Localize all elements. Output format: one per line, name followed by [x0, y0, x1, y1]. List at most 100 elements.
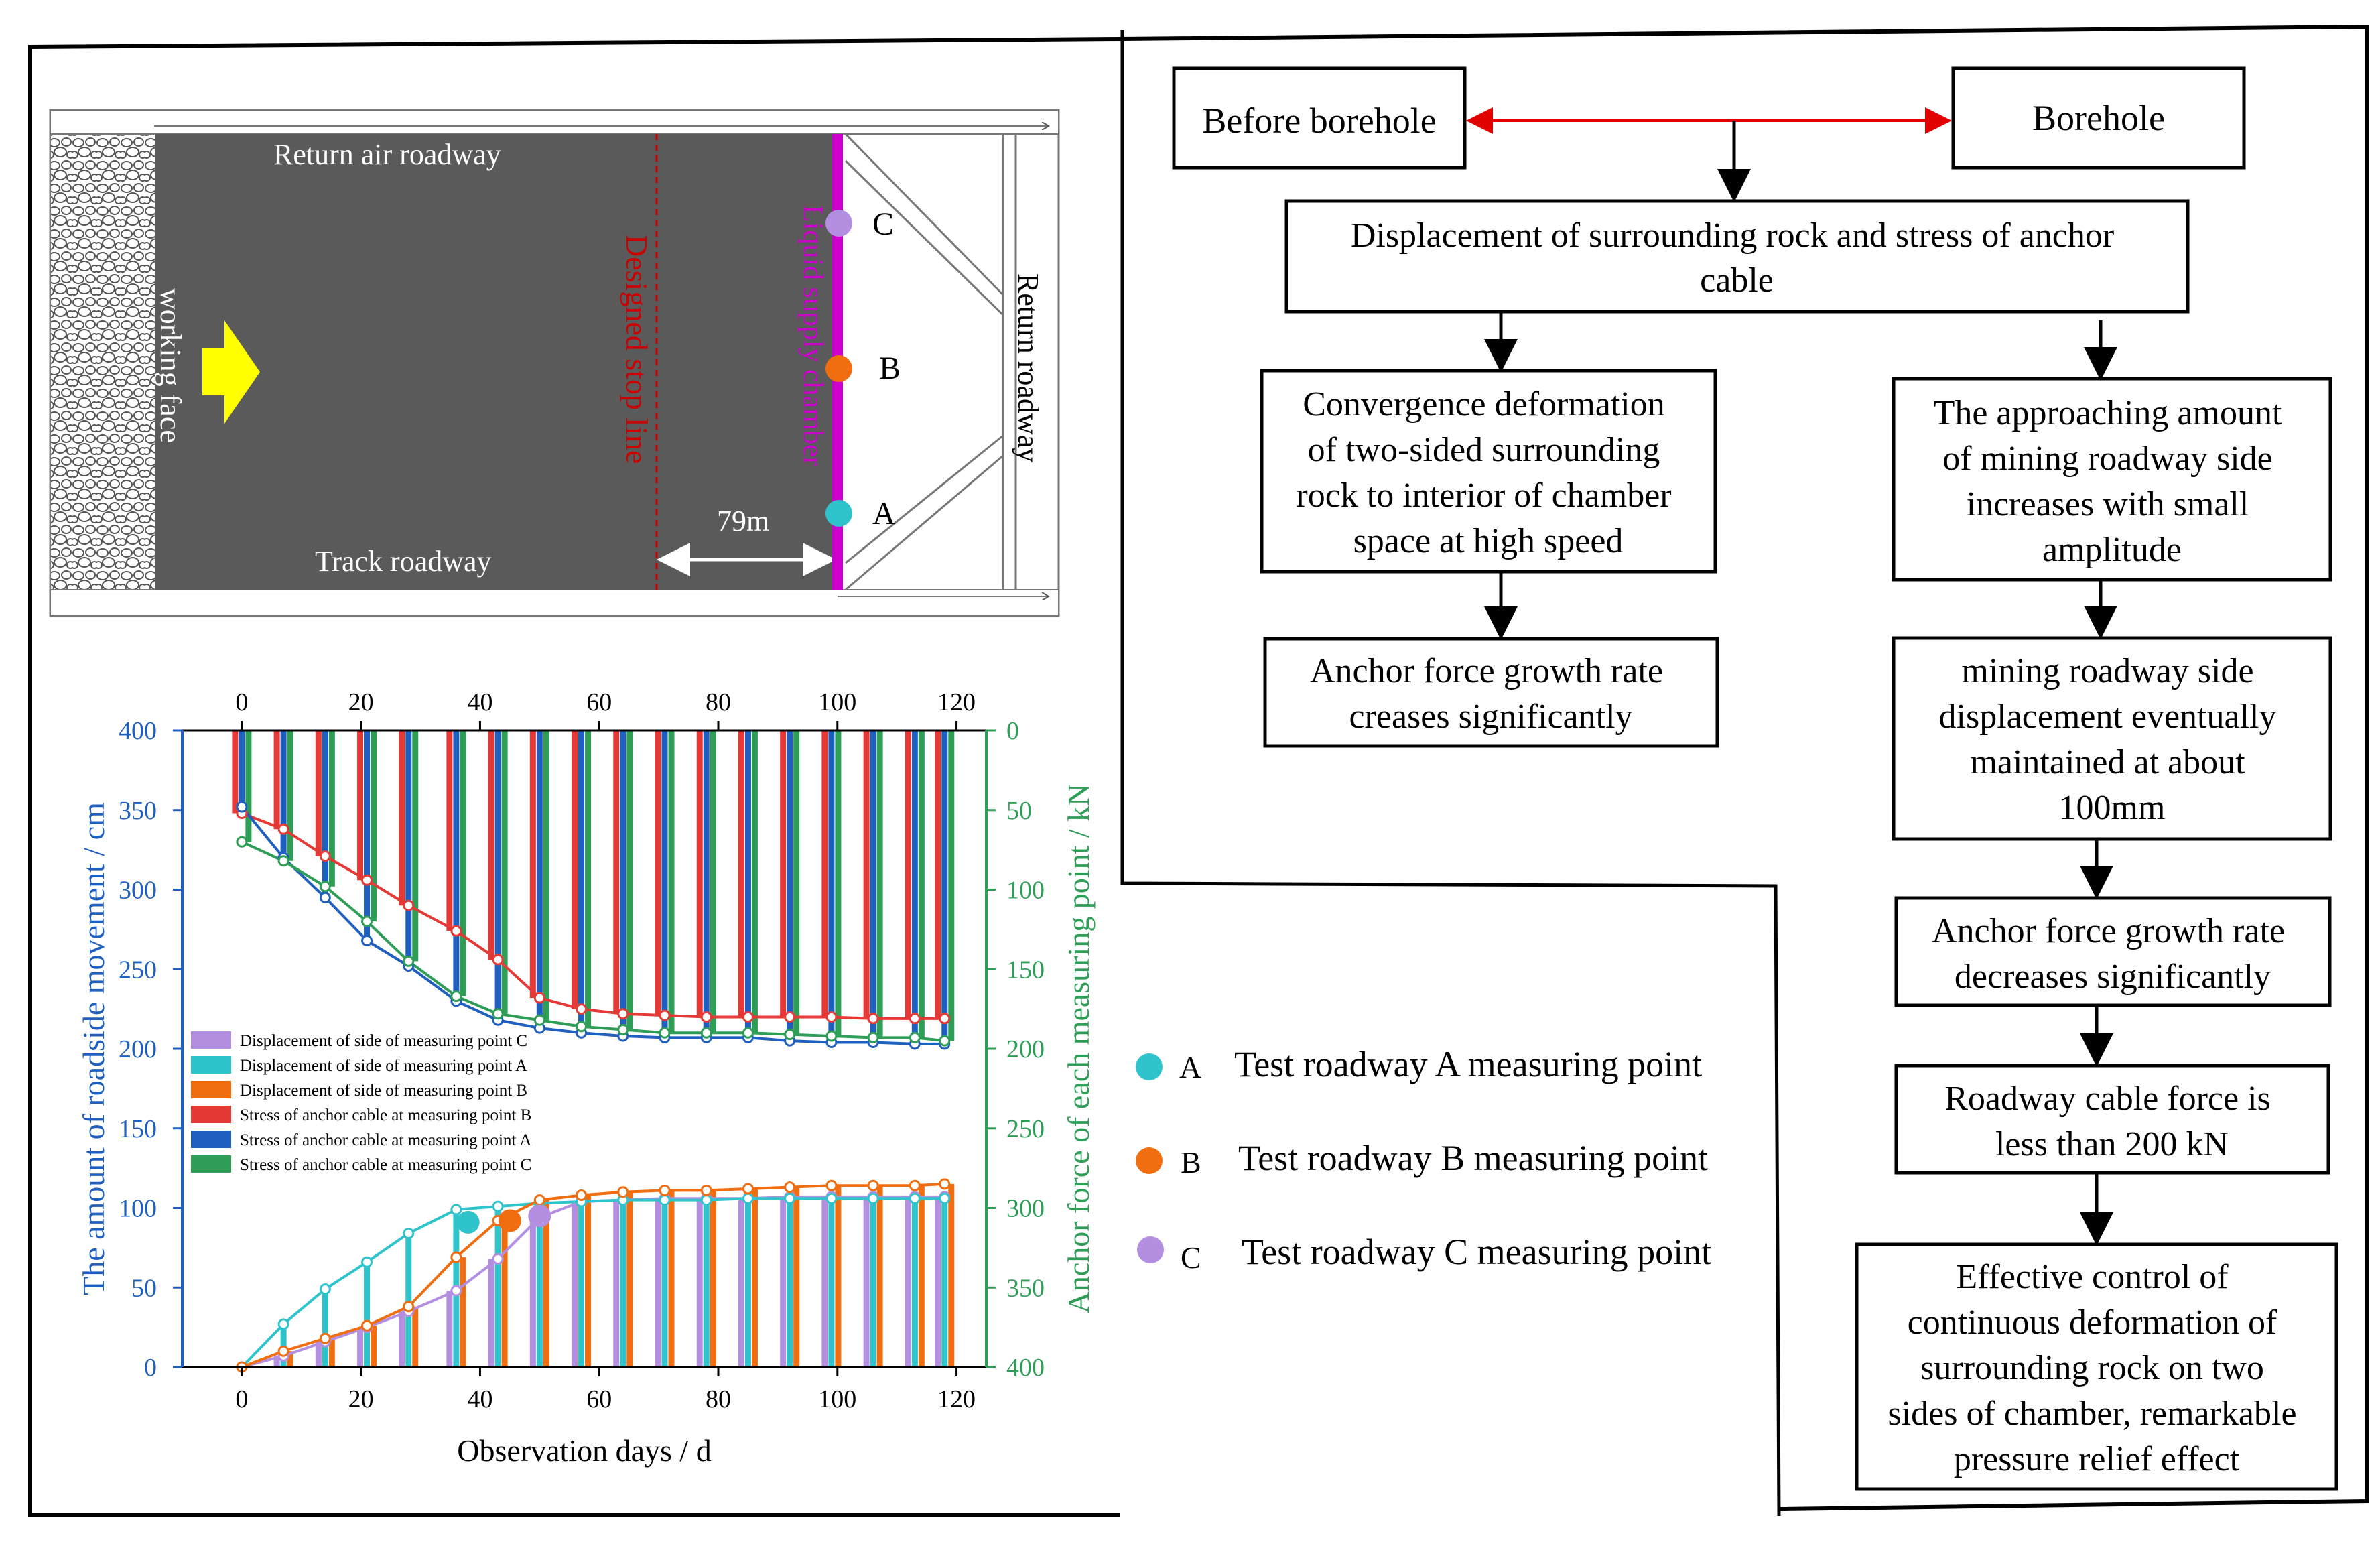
legend-label-0: Displacement of side of measuring point … [240, 1032, 527, 1050]
point-s5-5 [450, 990, 462, 1003]
bar-s4-10 [661, 730, 668, 1038]
legend-c-text: Test roadway C measuring point [1242, 1232, 1711, 1272]
bar-s1-6 [494, 1206, 501, 1367]
diag-upper-outer [844, 133, 1004, 296]
point-s2-10 [659, 1184, 671, 1196]
box-mining-line-3: maintained at about [1970, 743, 2245, 781]
point-s5-2 [319, 881, 331, 893]
bar-s3-15 [863, 730, 870, 1019]
point-s1-4 [403, 1228, 415, 1239]
bar-s1-17 [941, 1198, 948, 1367]
legend-swatch-0 [191, 1031, 231, 1049]
x-tick-label-top-4: 80 [706, 688, 731, 716]
x-tick-label-top-6: 120 [937, 688, 976, 716]
legend-a-text: Test roadway A measuring point [1234, 1044, 1702, 1084]
chart: 0020204040606080801001001201200501001502… [76, 688, 1096, 1468]
return-air-roadway-label: Return air roadway [273, 138, 501, 171]
bar-s5-11 [710, 730, 716, 1033]
bar-s5-3 [371, 730, 377, 921]
box-anchor-force-2-text: Anchor force growth rate decreases signi… [1932, 912, 2294, 996]
chart-lines [241, 806, 945, 1368]
point-s5-17 [939, 1035, 951, 1047]
bar-s5-13 [793, 730, 800, 1035]
bar-s0-6 [488, 1259, 494, 1367]
bar-s3-10 [655, 730, 661, 1016]
legend-swatch-1 [191, 1056, 231, 1074]
bar-s4-14 [828, 730, 835, 1043]
diag-lower-outer [845, 454, 1004, 591]
x-tick-label-bottom-5: 100 [818, 1385, 856, 1413]
point-s3-4 [403, 899, 415, 911]
point-s2-16 [909, 1179, 921, 1191]
point-s2-11 [700, 1184, 712, 1196]
bar-s0-13 [780, 1196, 787, 1367]
bar-s3-2 [315, 730, 322, 856]
y-tick-label-right-4: 200 [1006, 1035, 1045, 1064]
bar-s4-5 [453, 730, 460, 1001]
x-tick-label-bottom-4: 80 [706, 1385, 731, 1413]
bar-s4-1 [280, 730, 287, 858]
bar-s2-11 [710, 1190, 716, 1367]
box-effective-line-5: pressure relief effect [1954, 1440, 2240, 1478]
plan-bottom-strip [50, 589, 1059, 617]
point-s5-11 [700, 1027, 712, 1039]
flowchart: Before borehole Borehole Displacement of… [1172, 66, 2338, 1491]
y-tick-label-left-8: 400 [119, 717, 157, 745]
box-cable-force-line-1: Roadway cable force is [1944, 1080, 2271, 1118]
bar-s5-12 [751, 730, 758, 1033]
bar-s4-7 [536, 730, 543, 1029]
point-s0-6 [492, 1253, 504, 1265]
legend-swatch-5 [191, 1155, 231, 1173]
bar-s3-12 [738, 730, 744, 1017]
line-series-3 [241, 812, 945, 1020]
bar-s4-13 [787, 730, 793, 1041]
bar-s5-10 [668, 730, 675, 1033]
point-s2-14 [825, 1179, 838, 1191]
bar-s2-8 [585, 1195, 592, 1367]
bar-s1-11 [703, 1200, 710, 1367]
point-s1-3 [361, 1256, 373, 1268]
bar-s4-16 [911, 730, 918, 1044]
gob-rubble [50, 133, 156, 590]
bar-s3-6 [488, 730, 494, 960]
bar-s4-3 [364, 730, 371, 941]
point-s3-5 [450, 925, 462, 937]
bar-s0-4 [399, 1311, 405, 1367]
bar-s0-11 [696, 1198, 703, 1367]
x-tick-label-bottom-0: 0 [235, 1385, 248, 1413]
box-effective-line-4: sides of chamber, remarkable [1888, 1395, 2296, 1433]
box-approaching-line-3: increases with small [1967, 485, 2249, 523]
legend-b-text: Test roadway B measuring point [1238, 1138, 1708, 1178]
gob-area [155, 134, 838, 590]
plan-view: Return air roadway Track roadway working… [49, 109, 1060, 617]
x-tick-label-top-2: 40 [467, 688, 492, 716]
y-tick-label-right-1: 50 [1006, 797, 1032, 825]
point-s3-12 [742, 1011, 754, 1023]
bar-s2-17 [948, 1183, 955, 1367]
legend-a-letter: A [1179, 1050, 1201, 1084]
point-s1-10 [659, 1194, 671, 1206]
bar-s0-3 [357, 1327, 364, 1367]
y-tick-label-right-5: 250 [1006, 1115, 1045, 1143]
bar-s3-5 [446, 730, 453, 931]
bar-s3-11 [696, 730, 703, 1017]
box-cable-force-line-2: less than 200 kN [1995, 1125, 2229, 1163]
bar-s0-1 [273, 1356, 280, 1367]
bar-s2-4 [412, 1306, 419, 1367]
plan-top-strip [50, 109, 1059, 135]
bar-s0-15 [863, 1196, 870, 1367]
box-mining-line-2: displacement eventually [1939, 698, 2277, 736]
point-s1-14 [825, 1192, 838, 1204]
bar-s3-9 [613, 730, 620, 1014]
bar-s3-13 [780, 730, 787, 1017]
working-face-arrow [202, 320, 260, 424]
legend-b-dot [1136, 1147, 1163, 1174]
point-s3-8 [576, 1003, 588, 1015]
point-s3-14 [825, 1011, 838, 1023]
bar-s4-0 [239, 730, 245, 807]
x-tick-label-bottom-6: 120 [937, 1385, 976, 1413]
marker-1 [498, 1209, 521, 1232]
box-convergence-line-4: space at high speed [1353, 522, 1624, 560]
box-convergence-line-2: of two-sided surrounding [1308, 431, 1660, 469]
box-approaching-amount [1892, 377, 2332, 582]
